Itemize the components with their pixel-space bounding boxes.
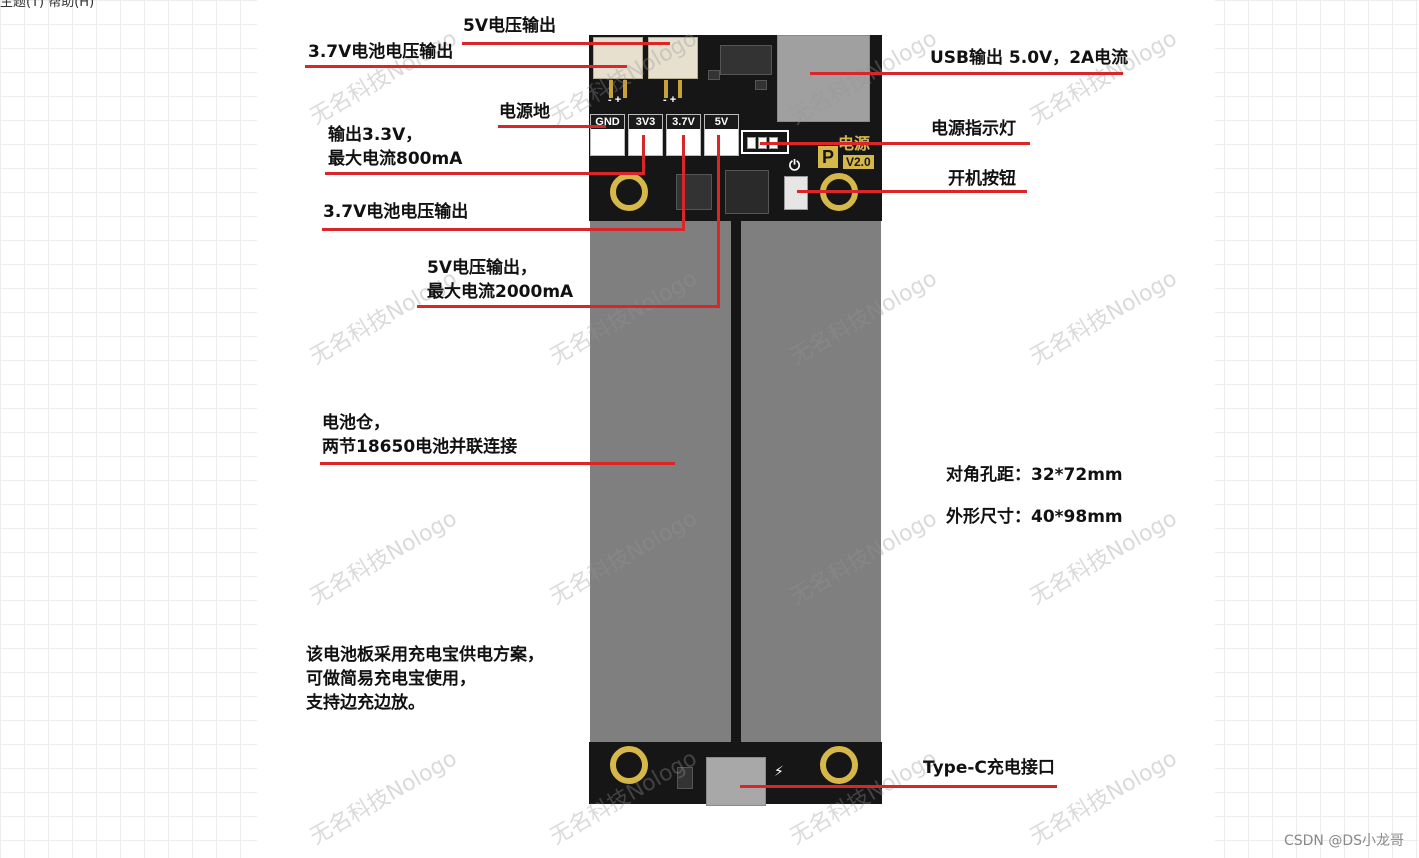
label-scheme-note: 该电池板采用充电宝供电方案， 可做简易充电宝使用， 支持边充边放。 (306, 645, 544, 713)
callout-line-37v-out-mid (322, 228, 685, 231)
label-out33: 输出3.3V， 最大电流800mA (328, 125, 463, 169)
connector-pin (609, 80, 613, 98)
usb-a-port[interactable] (777, 35, 870, 122)
board-version: V2.0 (843, 155, 874, 169)
callout-vline-37v (682, 135, 685, 231)
mounting-hole (610, 173, 648, 211)
callout-line-37v-out-top (305, 65, 627, 68)
small-ic (677, 767, 693, 789)
connector-pin (623, 80, 627, 98)
ic-chip-main (725, 170, 769, 214)
pad-gnd: GND (590, 114, 625, 156)
switch-component (720, 45, 772, 75)
power-icon: ⏻ (789, 158, 801, 174)
callout-line-power-button (797, 190, 1027, 193)
battery-cell-right (741, 221, 881, 742)
label-power-button: 开机按钮 (948, 169, 1016, 189)
label-37v-out-mid: 3.7V电池电压输出 (323, 202, 469, 222)
label-hole-distance: 对角孔距：32*72mm (946, 465, 1123, 485)
label-power-gnd: 电源地 (499, 102, 550, 122)
callout-line-usb-out (810, 72, 1123, 75)
label-battery-bay: 电池仓， 两节18650电池并联连接 (322, 413, 518, 457)
mounting-hole (610, 746, 648, 784)
callout-vline-out33 (642, 135, 645, 175)
pad-5v: 5V (704, 114, 739, 156)
pad-3v3: 3V3 (628, 114, 663, 156)
capacitor (755, 80, 767, 90)
callout-line-5v-2000 (417, 305, 720, 308)
footer-credit: CSDN @DS小龙哥 (1283, 833, 1404, 849)
menu-bar[interactable]: 主题(T) 帮助(H) (0, 0, 95, 10)
mounting-hole (820, 746, 858, 784)
callout-line-typec (740, 785, 1057, 788)
connector-pin (678, 80, 682, 98)
label-power-indicator: 电源指示灯 (931, 119, 1016, 139)
capacitor (708, 70, 720, 80)
label-5v-out: 5V电压输出 (463, 16, 556, 36)
callout-line-gnd (498, 125, 606, 128)
label-typec: Type-C充电接口 (923, 758, 1055, 778)
lightning-icon: ⚡ (774, 764, 784, 780)
callout-line-out33 (325, 172, 645, 175)
callout-line-5v-out (462, 42, 670, 45)
label-37v-out-top: 3.7V电池电压输出 (308, 42, 454, 62)
label-usb-out: USB输出 5.0V，2A电流 (930, 48, 1129, 68)
board-logo: P (818, 146, 838, 168)
label-5v-2000: 5V电压输出， 最大电流2000mA (427, 258, 574, 302)
callout-line-battery-bay (320, 462, 675, 465)
label-dimensions: 外形尺寸：40*98mm (946, 507, 1123, 527)
connector-mark: - + (663, 94, 677, 106)
led (747, 137, 756, 149)
board-spine (731, 221, 741, 742)
typec-port[interactable] (706, 757, 766, 806)
connector-mark: - + (608, 94, 622, 106)
callout-vline-5v (717, 135, 720, 308)
connector-pin (664, 80, 668, 98)
callout-line-indicator (760, 142, 1030, 145)
power-button[interactable] (784, 176, 808, 210)
